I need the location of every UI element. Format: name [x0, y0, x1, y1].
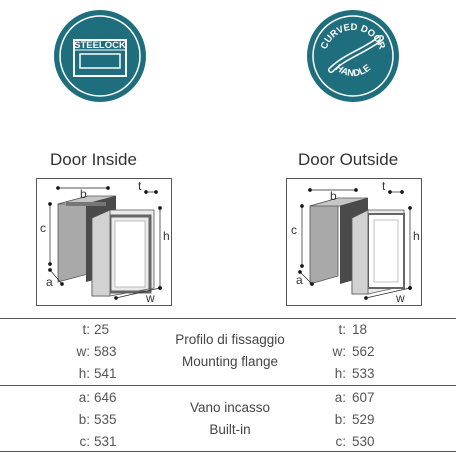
- dim-label-w: w: [145, 291, 155, 305]
- steellock-badge: STEELOCK: [52, 8, 148, 104]
- builtin-inside-value-b: 535: [94, 412, 117, 427]
- door-inside-diagram: c b t h w a: [36, 178, 172, 306]
- table-rule-bottom: [0, 451, 456, 452]
- svg-text:HANDLE: HANDLE: [333, 62, 373, 79]
- flange-caption-en: Mounting flange: [181, 354, 279, 369]
- flange-outside-label-t: t:: [338, 322, 346, 337]
- flange-outside-value-t: 18: [352, 322, 368, 337]
- builtin-inside-value-a: 646: [94, 390, 117, 405]
- flange-caption-it: Profilo di fissaggio: [175, 332, 285, 347]
- table-rule-top: [0, 318, 456, 319]
- door-outside-diagram: c b t h w a: [286, 178, 422, 306]
- flange-outside-label-w: w:: [332, 344, 347, 359]
- builtin-outside-label-a: a:: [334, 390, 346, 405]
- flange-outside-value-h: 533: [352, 366, 375, 381]
- builtin-outside-value-c: 530: [352, 434, 375, 449]
- dim-label-c: c: [291, 223, 297, 237]
- builtin-outside-value-b: 529: [352, 412, 375, 427]
- flange-outside-label-h: h:: [334, 366, 346, 381]
- dim-label-t: t: [382, 179, 386, 193]
- flange-outside-value-w: 562: [352, 344, 375, 359]
- builtin-inside-label-c: c:: [79, 434, 90, 449]
- flange-inside-label-w: w:: [76, 344, 91, 359]
- dim-label-b: b: [80, 187, 87, 201]
- builtin-inside-value-c: 531: [94, 434, 117, 449]
- flange-inside-value-t: 25: [94, 322, 110, 337]
- flange-inside-value-h: 541: [94, 366, 117, 381]
- dim-label-b: b: [330, 189, 337, 203]
- builtin-caption-en: Built-in: [209, 422, 251, 437]
- table-rule-middle: [0, 385, 456, 386]
- builtin-caption-it: Vano incasso: [189, 400, 271, 415]
- curved-door-handle-badge: CURVED DOOR HANDLE: [305, 8, 401, 104]
- dim-label-c: c: [40, 221, 46, 235]
- dim-label-a: a: [296, 273, 303, 287]
- steellock-icon: STEELOCK: [54, 10, 146, 102]
- door-inside-title: Door Inside: [50, 150, 137, 169]
- dim-label-h: h: [163, 229, 170, 243]
- dim-label-h: h: [413, 229, 420, 243]
- flange-inside-value-w: 583: [94, 344, 117, 359]
- flange-inside-label-t: t:: [82, 322, 90, 337]
- steellock-text: STEELOCK: [74, 40, 126, 51]
- handle-text: HANDLE: [333, 62, 373, 79]
- dim-label-t: t: [138, 179, 142, 193]
- dim-label-w: w: [395, 291, 405, 305]
- builtin-outside-label-b: b:: [334, 412, 346, 427]
- dim-label-a: a: [46, 275, 53, 289]
- door-outside-title: Door Outside: [298, 150, 399, 169]
- builtin-outside-label-c: c:: [335, 434, 346, 449]
- builtin-outside-value-a: 607: [352, 390, 375, 405]
- builtin-inside-label-b: b:: [78, 412, 90, 427]
- curved-door-handle-icon: CURVED DOOR HANDLE: [307, 10, 399, 102]
- builtin-inside-label-a: a:: [78, 390, 90, 405]
- flange-inside-label-h: h:: [78, 366, 90, 381]
